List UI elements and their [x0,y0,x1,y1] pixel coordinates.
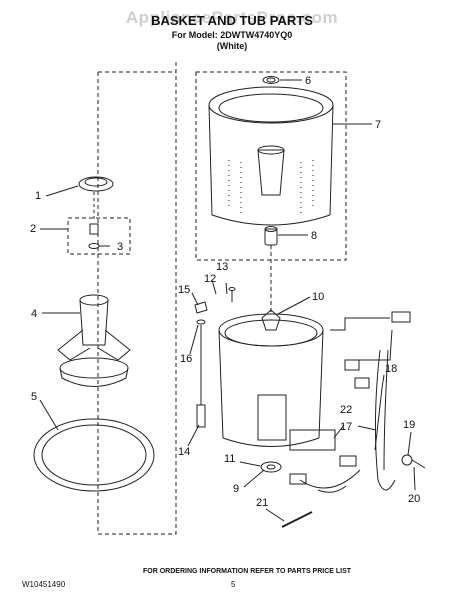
part-agitator [57,294,131,387]
part-screws [194,287,236,428]
part-tub [218,309,324,447]
callout-15: 15 [178,284,190,296]
page-number: 5 [231,580,236,589]
part-balance-ring [33,418,155,492]
part-drive-hub [264,226,278,246]
callout-5: 5 [31,391,37,403]
doc-number: W10451490 [22,580,66,589]
callout-14: 14 [178,446,190,458]
callout-6: 6 [305,75,311,87]
model-label: For Model: 2DWTW4740YQ0 [171,30,293,40]
callout-22: 22 [340,404,352,416]
hub-group-box [67,217,131,255]
watermark: AppliancePartsPros.com [125,8,339,27]
callout-9: 9 [233,483,239,495]
callout-7: 7 [375,119,381,131]
callout-10: 10 [312,291,324,303]
callout-12: 12 [204,273,216,285]
callout-18: 18 [385,363,397,375]
callout-3: 3 [117,241,123,253]
part-basket [208,86,334,226]
callout-21: 21 [256,497,268,509]
ordering-note: FOR ORDERING INFORMATION REFER TO PARTS … [143,568,352,575]
color-label: (White) [216,41,248,51]
callout-19: 19 [403,419,415,431]
callout-2: 2 [30,223,36,235]
callout-16: 16 [180,353,192,365]
callout-11: 11 [224,453,235,465]
callout-17: 17 [340,421,352,433]
part-hub-cap [78,176,114,192]
callout-4: 4 [31,308,37,320]
callout-13: 13 [216,261,228,273]
page-title: BASKET AND TUB PARTS [151,13,313,28]
assembly-frame [97,62,177,535]
part-connector [401,454,426,469]
part-wire-harness [289,311,411,493]
part-tub-seal [260,461,282,473]
callout-8: 8 [311,230,317,242]
part-panel [289,429,336,451]
callout-1: 1 [35,190,41,202]
part-tool [281,511,313,528]
callout-20: 20 [408,493,420,505]
part-seal [262,76,280,84]
